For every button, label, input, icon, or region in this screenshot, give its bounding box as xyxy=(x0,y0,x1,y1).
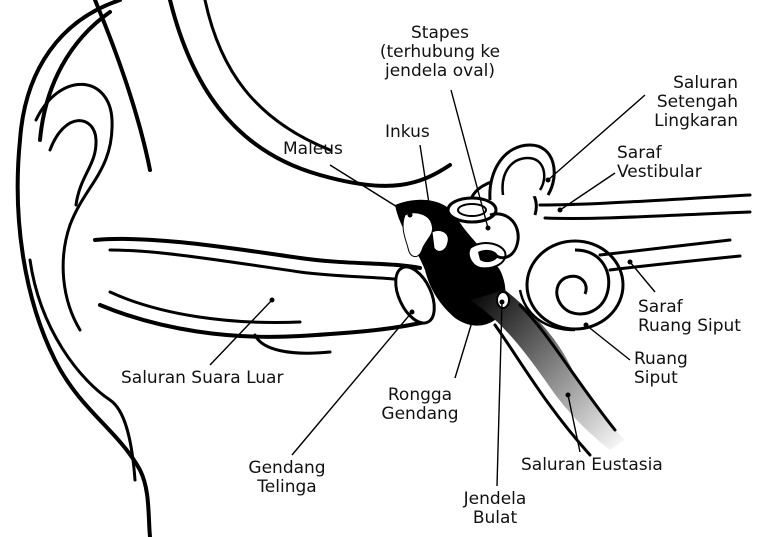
label-gendang-telinga: Gendang Telinga xyxy=(232,459,342,497)
auricle-outline xyxy=(18,0,150,537)
label-saluran-setengah-lingkaran: Saluran Setengah Lingkaran xyxy=(600,74,738,131)
ear-canal xyxy=(95,239,425,353)
label-saraf-vestibular: Saraf Vestibular xyxy=(617,144,702,182)
label-saraf-ruang-siput: Saraf Ruang Siput xyxy=(638,298,741,336)
label-saluran-eustasia: Saluran Eustasia xyxy=(521,456,663,475)
label-saluran-suara-luar: Saluran Suara Luar xyxy=(121,369,283,388)
label-jendela-bulat: Jendela Bulat xyxy=(445,490,545,528)
label-maleus: Maleus xyxy=(283,140,343,159)
label-stapes: Stapes (terhubung ke jendela oval) xyxy=(365,24,515,81)
label-ruang-siput: Ruang Siput xyxy=(634,350,688,388)
label-rongga-gendang: Rongga Gendang xyxy=(370,386,470,424)
label-inkus: Inkus xyxy=(385,123,430,142)
